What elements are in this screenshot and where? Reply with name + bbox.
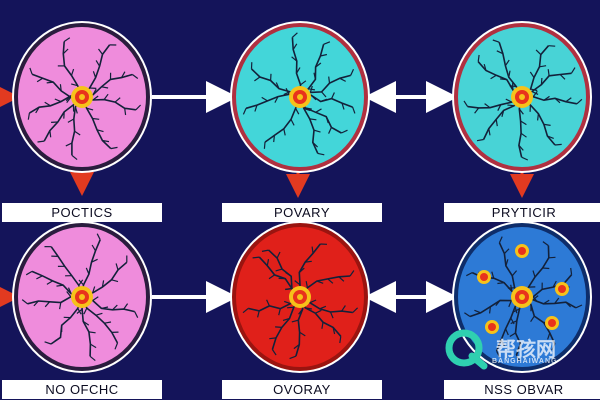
watermark-text: 帮孩网: [496, 339, 556, 361]
nucleus-icon: [289, 286, 311, 308]
watermark: [445, 329, 488, 370]
satellite-nucleus-icon: [515, 244, 529, 258]
label-top-left: POCTICS: [2, 203, 162, 222]
cells-layer: [12, 21, 592, 373]
nucleus-icon: [289, 86, 311, 108]
cell-top-left: [12, 21, 152, 173]
nucleus-icon: [71, 286, 93, 308]
satellite-nucleus-icon: [485, 320, 499, 334]
satellite-nucleus-icon: [545, 316, 559, 330]
cell-bot-left: [12, 221, 152, 373]
nucleus-icon: [511, 86, 533, 108]
label-bot-mid: OVORAY: [222, 380, 382, 399]
cell-bot-mid: [230, 221, 370, 373]
label-bot-left: NO OFCHC: [2, 380, 162, 399]
label-top-right: PRYTICIR: [444, 203, 600, 222]
satellite-nucleus-icon: [555, 282, 569, 296]
nucleus-icon: [71, 86, 93, 108]
cell-bot-right: [452, 221, 592, 373]
label-top-mid: POVARY: [222, 203, 382, 222]
satellite-nucleus-icon: [477, 270, 491, 284]
cell-top-right: [452, 21, 592, 173]
cell-top-mid: [230, 21, 370, 173]
watermark-subtext: BANGHAIWANG: [492, 358, 558, 365]
nucleus-icon: [511, 286, 533, 308]
label-bot-right: NSS OBVAR: [444, 380, 600, 399]
q-logo-icon: [445, 329, 488, 370]
